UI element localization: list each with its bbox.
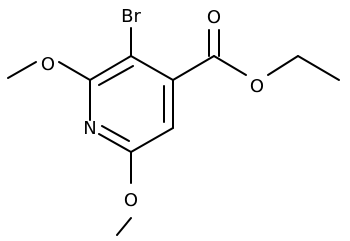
carbonyl-oxygen-label: O bbox=[207, 7, 221, 28]
o-ch3-bottom-bond bbox=[116, 217, 132, 236]
ester-o-ch2-bond bbox=[267, 55, 299, 76]
c4-carbonyl-bond bbox=[172, 55, 215, 81]
ring-bond-c2-c3 bbox=[89, 55, 132, 81]
ring-bond-c3-c4 bbox=[130, 55, 174, 81]
ch2-ch3-bond bbox=[297, 55, 340, 81]
o-ch3-top-bond bbox=[7, 61, 37, 79]
ring-bond-c5-c6 bbox=[130, 127, 174, 153]
c2-o-methoxy-bond bbox=[58, 61, 91, 81]
ring-double-bond-c2-c3-inner bbox=[98, 65, 134, 86]
ester-oxygen-label: O bbox=[250, 76, 264, 97]
methoxy-oxygen-bottom-label: O bbox=[124, 190, 138, 211]
ring-nitrogen-label: N bbox=[83, 118, 96, 139]
ring-bond-c6-n bbox=[98, 133, 132, 153]
methoxy-oxygen-top-label: O bbox=[41, 54, 55, 75]
carbonyl-ester-o-bond bbox=[213, 55, 247, 76]
bromine-label: Br bbox=[121, 6, 141, 27]
ring-double-bond-c6-n-inner bbox=[101, 125, 130, 142]
